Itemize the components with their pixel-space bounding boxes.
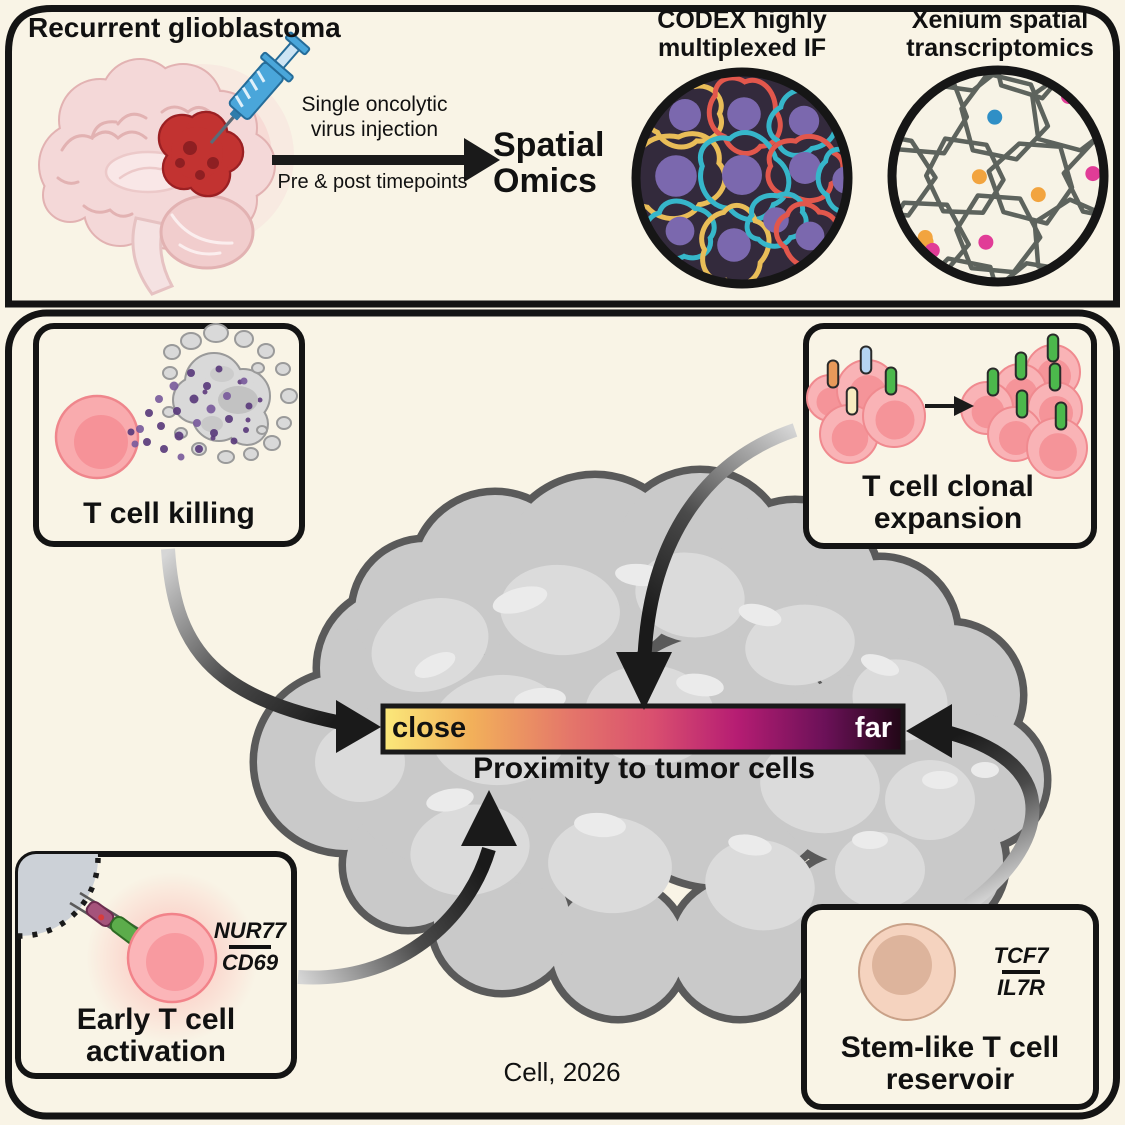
activation-marker-fraction: NUR77 CD69 bbox=[210, 919, 290, 974]
xenium-micrograph-ring bbox=[887, 65, 1109, 287]
expansion-art bbox=[806, 333, 1088, 479]
activation-arrow-head bbox=[461, 790, 517, 846]
cell-fragments bbox=[162, 323, 298, 464]
reservoir-art bbox=[858, 923, 956, 1021]
activation-marker-denominator: CD69 bbox=[221, 949, 279, 975]
activation-marker-numerator: NUR77 bbox=[213, 918, 287, 943]
killing-box-label: T cell killing bbox=[83, 497, 255, 530]
curved-arrows bbox=[161, 423, 1040, 985]
cytotoxic-granules bbox=[127, 365, 253, 461]
expansion-mini-arrow-head bbox=[954, 396, 974, 416]
journal-note: Cell, 2026 bbox=[503, 1057, 621, 1087]
figure-title: Recurrent glioblastoma bbox=[28, 12, 341, 43]
colorbar-far-label: far bbox=[854, 712, 892, 744]
xenium-title: Xenium spatial transcriptomics bbox=[906, 6, 1094, 62]
syringe-icon bbox=[209, 31, 311, 145]
spatial-omics-label: Spatial Omics bbox=[493, 126, 605, 200]
expansion-arrow-head bbox=[616, 652, 672, 710]
killing-art bbox=[54, 323, 298, 480]
killing-arrow-head bbox=[336, 700, 381, 753]
reservoir-marker-numerator: TCF7 bbox=[993, 943, 1049, 968]
activation-box-label: Early T cell activation bbox=[76, 1003, 236, 1069]
reservoir-marker-denominator: IL7R bbox=[997, 974, 1045, 1000]
activation-arrow bbox=[297, 846, 496, 985]
timepoints-label: Pre & post timepoints bbox=[277, 171, 468, 193]
expansion-arrow bbox=[637, 423, 798, 673]
codex-cells bbox=[639, 75, 845, 281]
colorbar-close-label: close bbox=[392, 712, 467, 744]
killing-arrow bbox=[161, 548, 354, 732]
tumor-spots bbox=[175, 141, 219, 180]
bottom-panel-border bbox=[5, 309, 1120, 1120]
activated-t-cell-nucleus bbox=[146, 933, 204, 991]
fraction-line bbox=[1002, 970, 1040, 974]
injection-label: Single oncolytic virus injection bbox=[301, 93, 448, 142]
proximity-colorbar bbox=[380, 703, 906, 755]
reservoir-marker-fraction: TCF7 IL7R bbox=[981, 944, 1061, 999]
fraction-line bbox=[229, 945, 271, 949]
workflow-arrow-head bbox=[464, 138, 500, 182]
codex-micrograph-ring bbox=[631, 67, 853, 289]
top-panel-border bbox=[5, 5, 1120, 308]
codex-title: CODEX highly multiplexed IF bbox=[657, 6, 827, 62]
reservoir-arrow-head bbox=[906, 704, 952, 758]
reservoir-box-label: Stem-like T cell reservoir bbox=[840, 1031, 1060, 1097]
reservoir-arrow bbox=[948, 726, 1040, 911]
colorbar-caption: Proximity to tumor cells bbox=[473, 752, 815, 785]
expansion-box-label: T cell clonal expansion bbox=[862, 470, 1034, 536]
stem-like-t-cell-nucleus bbox=[872, 935, 932, 995]
